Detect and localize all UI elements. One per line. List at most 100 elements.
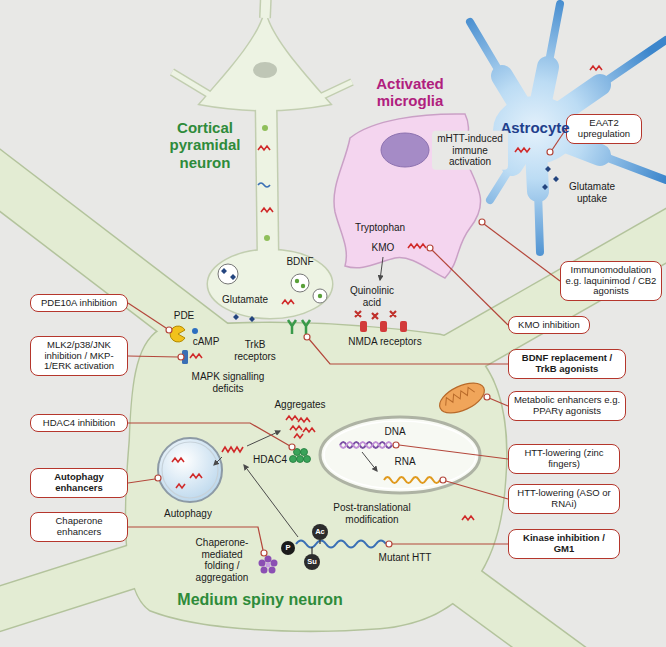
- pyramidal-outline: [208, 250, 332, 318]
- mutant-htt-squiggle: [462, 516, 474, 520]
- astrocyte: [538, 191, 540, 252]
- dna-helix: [340, 442, 392, 448]
- glutamate-vesicle: [218, 264, 238, 284]
- pathway-arrow: [244, 465, 298, 537]
- bdnf-vesicle-transit: [262, 125, 268, 131]
- leader-line: [128, 423, 290, 446]
- callout-box: KMO inhibition: [508, 316, 590, 335]
- leader-end: [261, 550, 267, 556]
- nmda-receptor: [360, 321, 367, 332]
- callout-text: MLK2/p38/JNK inhibition / MKP-1/ERK acti…: [35, 340, 123, 373]
- quinolinic-acid: [355, 311, 396, 319]
- leader-end: [304, 334, 310, 340]
- astrocyte: [490, 165, 512, 200]
- leader-line: [432, 250, 508, 325]
- glutamate-vesicle: [221, 268, 236, 280]
- modification-link: [311, 547, 312, 554]
- neuron-outline: [0, 165, 666, 647]
- leader-line: [489, 398, 508, 406]
- chaperone-icon: [271, 560, 278, 567]
- callout-text: Immunomodulation e.g. laquinimod / CB2 a…: [565, 265, 657, 298]
- astrocyte: [470, 22, 502, 76]
- molecule-label: cAMP: [193, 336, 220, 348]
- leader-line: [128, 356, 178, 357]
- mutant-htt-squiggle: [172, 447, 243, 488]
- pyramidal-nucleus: [253, 62, 277, 78]
- mutant-htt-squiggle: [190, 474, 202, 478]
- process-label: Chaperone-mediated folding / aggregation: [188, 537, 256, 583]
- pyramidal-outline: [200, 12, 330, 110]
- htt-wavy: [258, 183, 270, 187]
- bdnf-vesicle-transit: [262, 125, 270, 241]
- bdnf-vesicle: [301, 284, 305, 288]
- callout-text: KMO inhibition: [513, 320, 585, 331]
- pyramidal-fill: [172, 72, 215, 98]
- pyramidal-outline: [172, 72, 215, 98]
- callout-box: HDAC4 inhibition: [30, 414, 128, 433]
- aggregates: [303, 428, 315, 432]
- astrocyte: [548, 4, 560, 67]
- neuron-fill: [126, 323, 506, 631]
- mutant-htt-squiggle: [176, 484, 185, 488]
- pathway-arrow: [362, 452, 377, 471]
- phosphorylation-site: [281, 541, 295, 555]
- pyramidal-fill: [318, 82, 352, 98]
- leader-end: [178, 354, 184, 360]
- nmda-receptor: [380, 321, 387, 332]
- mutant-htt-squiggle: [261, 208, 273, 212]
- chaperone-icon: [259, 560, 266, 567]
- callout-text: PDE10A inhibition: [35, 298, 123, 309]
- structure-label: Aggregates: [274, 399, 325, 411]
- enzyme-label: PDE: [174, 310, 195, 322]
- chaperone-icon: [261, 567, 268, 574]
- leader-end: [484, 394, 490, 400]
- mutant-htt-squiggle: [408, 244, 426, 248]
- callout-text: HTT-lowering (zinc fingers): [513, 448, 615, 470]
- callout-box: Autophagy enhancers: [30, 468, 128, 498]
- pyramidal-fill: [208, 250, 332, 318]
- pyramidal-outline: [318, 82, 352, 98]
- leader-end: [166, 327, 172, 333]
- pyramidal-fill: [266, 100, 268, 258]
- callout-box: Chaperone enhancers: [30, 512, 128, 542]
- bdnf-vesicle: [295, 279, 299, 283]
- cell-name: Medium spiny neuron: [177, 591, 342, 609]
- nmda-receptor: [400, 321, 407, 332]
- chaperone-icon: [266, 563, 271, 568]
- protein-label: HDAC4: [253, 454, 287, 466]
- mutant-htt-squiggle: [258, 146, 294, 304]
- mutant-htt-squiggle: [282, 300, 294, 304]
- callout-box: PDE10A inhibition: [30, 294, 128, 313]
- astrocyte: [600, 155, 666, 180]
- enzyme-label: KMO: [372, 242, 395, 254]
- molecule-label: RNA: [394, 456, 415, 468]
- process-label: Autophagy: [164, 508, 212, 520]
- hdac4-protein: [297, 456, 304, 463]
- modification-link: [319, 540, 320, 544]
- callout-box: EAAT2 upregulation: [566, 114, 642, 144]
- neuron-fill: [440, 222, 666, 365]
- trkb-receptor: [288, 320, 310, 334]
- chaperone-icon: [265, 556, 272, 563]
- mapk-receptor: [182, 350, 202, 364]
- pde-enzyme: [170, 326, 185, 342]
- leader-line: [128, 129, 566, 550]
- process-label: mHTT-induced immune activation: [432, 131, 508, 170]
- bdnf-vesicle: [291, 274, 309, 292]
- molecule-label: Tryptophan: [355, 222, 405, 234]
- chaperone-icon: [269, 567, 276, 574]
- hdac4-protein: [301, 449, 308, 456]
- cell-name: Astrocyte: [500, 119, 569, 136]
- process-label: MAPK signalling deficits: [188, 371, 268, 394]
- callout-box: BDNF replacement / TrkB agonists: [508, 349, 626, 379]
- pathway-arrow: [214, 457, 222, 465]
- mitochondrion: [435, 377, 489, 419]
- acetylation-site: [312, 524, 328, 540]
- nucleus-membrane: [324, 421, 476, 489]
- callout-text: EAAT2 upregulation: [571, 118, 637, 140]
- leader-end: [479, 219, 485, 225]
- callout-box: MLK2/p38/JNK inhibition / MKP-1/ERK acti…: [30, 336, 128, 377]
- callout-text: HDAC4 inhibition: [35, 418, 123, 429]
- mapk-receptor: [190, 354, 202, 358]
